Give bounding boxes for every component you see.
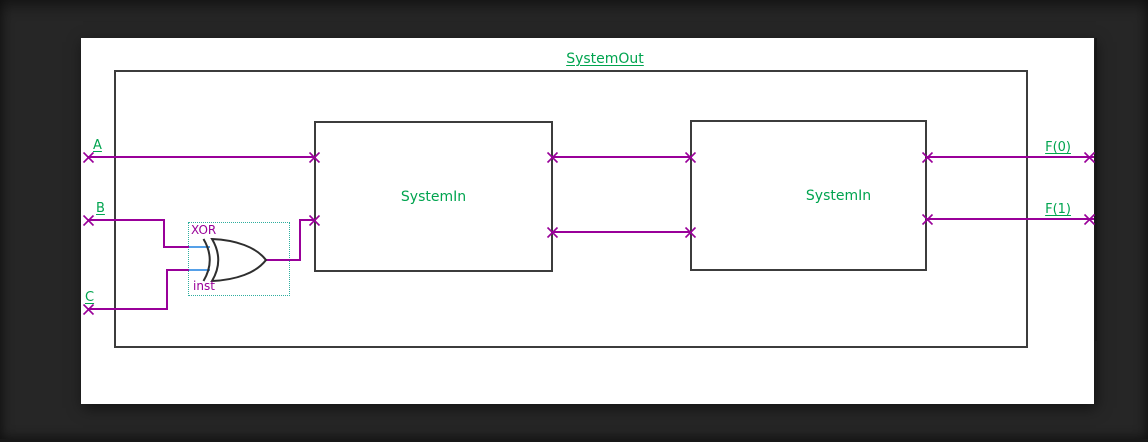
systemin-block-1-label: SystemIn	[400, 188, 467, 205]
wire-c-v[interactable]	[166, 269, 168, 310]
connection-x-icon	[82, 151, 95, 164]
connection-x-icon	[1083, 213, 1096, 226]
pin-label-c: C	[85, 290, 95, 305]
wire-xor-out-h1[interactable]	[266, 259, 301, 261]
connection-x-icon	[546, 226, 559, 239]
pin-label-b: B	[96, 201, 105, 216]
wire-f1[interactable]	[927, 218, 1094, 220]
wire-c-h1[interactable]	[88, 308, 168, 310]
wire-xor-out-v[interactable]	[299, 219, 301, 261]
schematic-canvas[interactable]: SystemOut SystemIn SystemIn XOR inst A B…	[81, 38, 1096, 404]
xor-input-stub-top	[188, 246, 210, 248]
window-bottom-edge	[0, 439, 1148, 442]
systemin-block-1[interactable]: SystemIn	[314, 121, 553, 272]
systemout-boundary[interactable]	[114, 70, 1028, 348]
xor-instance-label: inst	[193, 279, 215, 293]
connection-x-icon	[546, 151, 559, 164]
systemout-label: SystemOut	[566, 51, 644, 67]
systemin-block-2[interactable]: SystemIn	[690, 120, 927, 271]
wire-b-h2[interactable]	[163, 246, 189, 248]
xor-back-arc	[202, 238, 211, 282]
connection-x-icon	[684, 226, 697, 239]
connection-x-icon	[308, 214, 321, 227]
wire-c-h2[interactable]	[166, 269, 189, 271]
connection-x-icon	[82, 214, 95, 227]
wire-block1-block2-upper[interactable]	[552, 156, 690, 158]
connection-x-icon	[82, 303, 95, 316]
wire-b-v[interactable]	[163, 219, 165, 248]
xor-type-label: XOR	[191, 223, 217, 237]
connection-x-icon	[1083, 151, 1096, 164]
xor-gate[interactable]	[202, 238, 269, 282]
wire-f0[interactable]	[927, 156, 1094, 158]
canvas-right-edge-line	[1095, 38, 1097, 341]
pin-label-a: A	[93, 138, 102, 153]
connection-x-icon	[921, 151, 934, 164]
systemin-block-2-label: SystemIn	[805, 187, 872, 204]
connection-x-icon	[308, 151, 321, 164]
wire-b-h1[interactable]	[88, 219, 165, 221]
connection-x-icon	[684, 151, 697, 164]
pin-label-f0: F(0)	[1045, 140, 1071, 155]
xor-input-stub-bottom	[188, 269, 210, 271]
pin-label-f1: F(1)	[1045, 202, 1071, 217]
wire-block1-block2-lower[interactable]	[552, 231, 690, 233]
connection-x-icon	[921, 213, 934, 226]
wire-xor-out-h2[interactable]	[299, 219, 314, 221]
xor-body	[210, 238, 268, 282]
wire-a[interactable]	[88, 156, 314, 158]
